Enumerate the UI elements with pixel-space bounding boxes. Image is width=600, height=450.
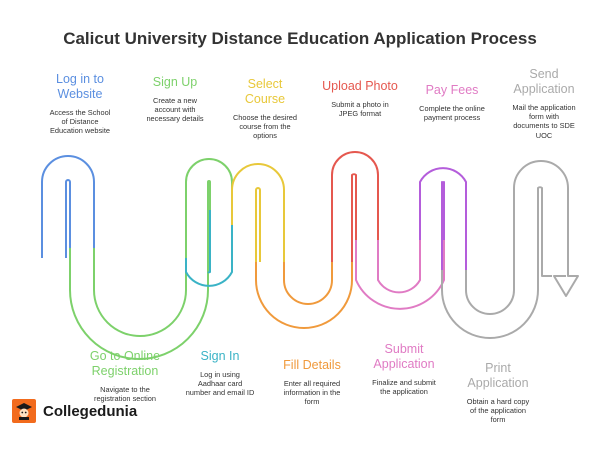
step-title: Sign Up [152,75,198,89]
step-send-application: Send Application Mail the application fo… [492,67,596,140]
step-sign-up: Sign Up Create a new account with necess… [125,75,225,124]
step-description: Enter all required information in the fo… [283,379,341,407]
step-title: Sign In [200,349,240,363]
road-segment-blue [41,155,95,258]
step-title: Fill Details [283,358,341,372]
step-title: Print Application [467,361,529,390]
step-description: Create a new account with necessary deta… [146,96,204,124]
step-description: Mail the application form with documents… [512,103,576,140]
step-description: Choose the desired course from the optio… [232,113,298,141]
step-description: Access the School of Distance Education … [49,108,111,136]
brand-name: Collegedunia [43,402,138,420]
road-segment-pink [355,240,445,310]
road-segment-teal [185,210,233,287]
diagram-title: Calicut University Distance Education Ap… [63,29,537,48]
step-go-to-online-registration: Go to Online Registration Navigate to th… [72,349,178,403]
step-description: Navigate to the registration section [93,385,157,404]
step-sign-in: Sign In Log in using Aadhaar card number… [170,349,270,398]
road-segment-yellow [231,163,285,262]
step-title: Submit Application [373,342,435,371]
road-segment-gray [441,160,579,339]
step-description: Finalize and submit the application [372,378,436,397]
road-segment-red [331,151,379,262]
step-upload-photo: Upload Photo Submit a photo in JPEG form… [308,79,412,118]
collegedunia-logo-icon [12,399,36,423]
step-title: Go to Online Registration [89,349,161,378]
step-log-in-to-website: Log in to Website Access the School of D… [30,72,130,136]
step-fill-details: Fill Details Enter all required informat… [262,358,362,407]
step-select-course: Select Course Choose the desired course … [215,77,315,141]
brand: Collegedunia [12,397,137,425]
step-description: Complete the online payment process [419,104,485,123]
road-segment-orange [255,262,353,329]
step-print-application: Print Application Obtain a hard copy of … [448,361,548,425]
step-description: Obtain a hard copy of the application fo… [466,397,530,425]
road-segment-purple [419,167,467,270]
step-description: Submit a photo in JPEG format [331,100,389,119]
step-description: Log in using Aadhaar card number and ema… [185,370,255,398]
step-pay-fees: Pay Fees Complete the online payment pro… [400,83,504,122]
step-title: Log in to Website [56,72,104,101]
step-title: Pay Fees [425,83,479,97]
step-submit-application: Submit Application Finalize and submit t… [354,342,454,396]
step-title: Select Course [244,77,286,106]
step-title: Send Application [513,67,575,96]
road-segment-green [69,158,233,360]
step-title: Upload Photo [322,79,398,93]
